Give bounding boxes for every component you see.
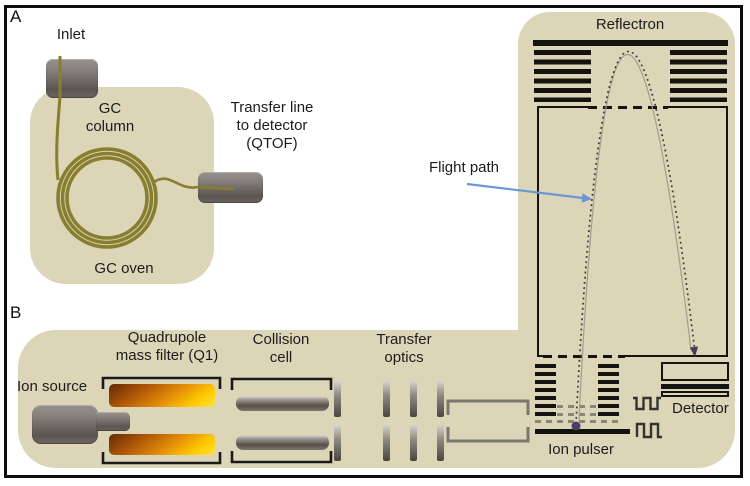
flight-tube-top-grid-dashes (588, 106, 668, 109)
ion-pulser-label: Ion pulser (548, 441, 614, 458)
transfer-optics-lens (410, 381, 417, 417)
collision-rod-top (236, 396, 329, 411)
reflectron-back-plate (533, 40, 728, 46)
reflectron-label: Reflectron (595, 16, 665, 33)
transfer-optics-lens (383, 381, 390, 417)
detector-anode (661, 391, 729, 397)
transfer-optics-lens (410, 425, 417, 461)
quadrupole-label: Quadrupole mass filter (Q1) (115, 329, 219, 364)
quadrupole-rod-bottom (109, 434, 215, 455)
gc-oven-label: GC oven (94, 260, 154, 277)
transfer-optics-label: Transfer optics (376, 331, 432, 366)
collision-exit-lens-bottom (334, 425, 341, 461)
ion-source-body (32, 405, 98, 444)
figure-border (4, 5, 743, 478)
transfer-line-cylinder (198, 172, 263, 203)
panel-b-label: B (10, 303, 22, 322)
reflectron-grid-right (670, 50, 727, 102)
gc-column-label: GC column (85, 100, 135, 135)
inlet-cylinder (46, 59, 98, 98)
ion-source-label: Ion source (17, 378, 88, 395)
flight-tube-bottom-grid-dashes (543, 355, 625, 358)
transfer-optics-lens (383, 425, 390, 461)
detector-label: Detector (672, 400, 729, 417)
detector-plate (661, 384, 729, 389)
ion-pulser-plate (535, 412, 556, 416)
transfer-optics-lens (437, 425, 444, 461)
ion-pulser-grid-dashes (557, 412, 597, 416)
collision-rod-bottom (236, 435, 329, 450)
flight-path-label: Flight path (428, 159, 500, 176)
panel-a-label: A (10, 7, 22, 26)
collision-cell-label: Collision cell (252, 331, 310, 366)
transfer-line-label: Transfer line to detector (QTOF) (230, 99, 314, 152)
transfer-optics-lens (437, 381, 444, 417)
ion-pulser-plate (535, 404, 556, 408)
collision-exit-lens-top (334, 381, 341, 417)
quadrupole-rod-top (109, 384, 215, 407)
ion-source-nozzle (96, 412, 130, 431)
detector-body (661, 362, 729, 381)
reflectron-grid-left (534, 50, 591, 102)
flight-tube (537, 106, 728, 357)
ion-pulser-plate (598, 412, 619, 416)
ion-pulser-push-plate (535, 429, 630, 434)
ion-pulser-grid-dashes (535, 420, 619, 423)
ion-pulser-stack-left (535, 364, 556, 400)
ion-pulser-stack-right (598, 364, 619, 400)
ion-pulser-grid-dashes (557, 404, 597, 408)
ion-pulser-plate (598, 404, 619, 408)
inlet-label: Inlet (56, 26, 86, 43)
